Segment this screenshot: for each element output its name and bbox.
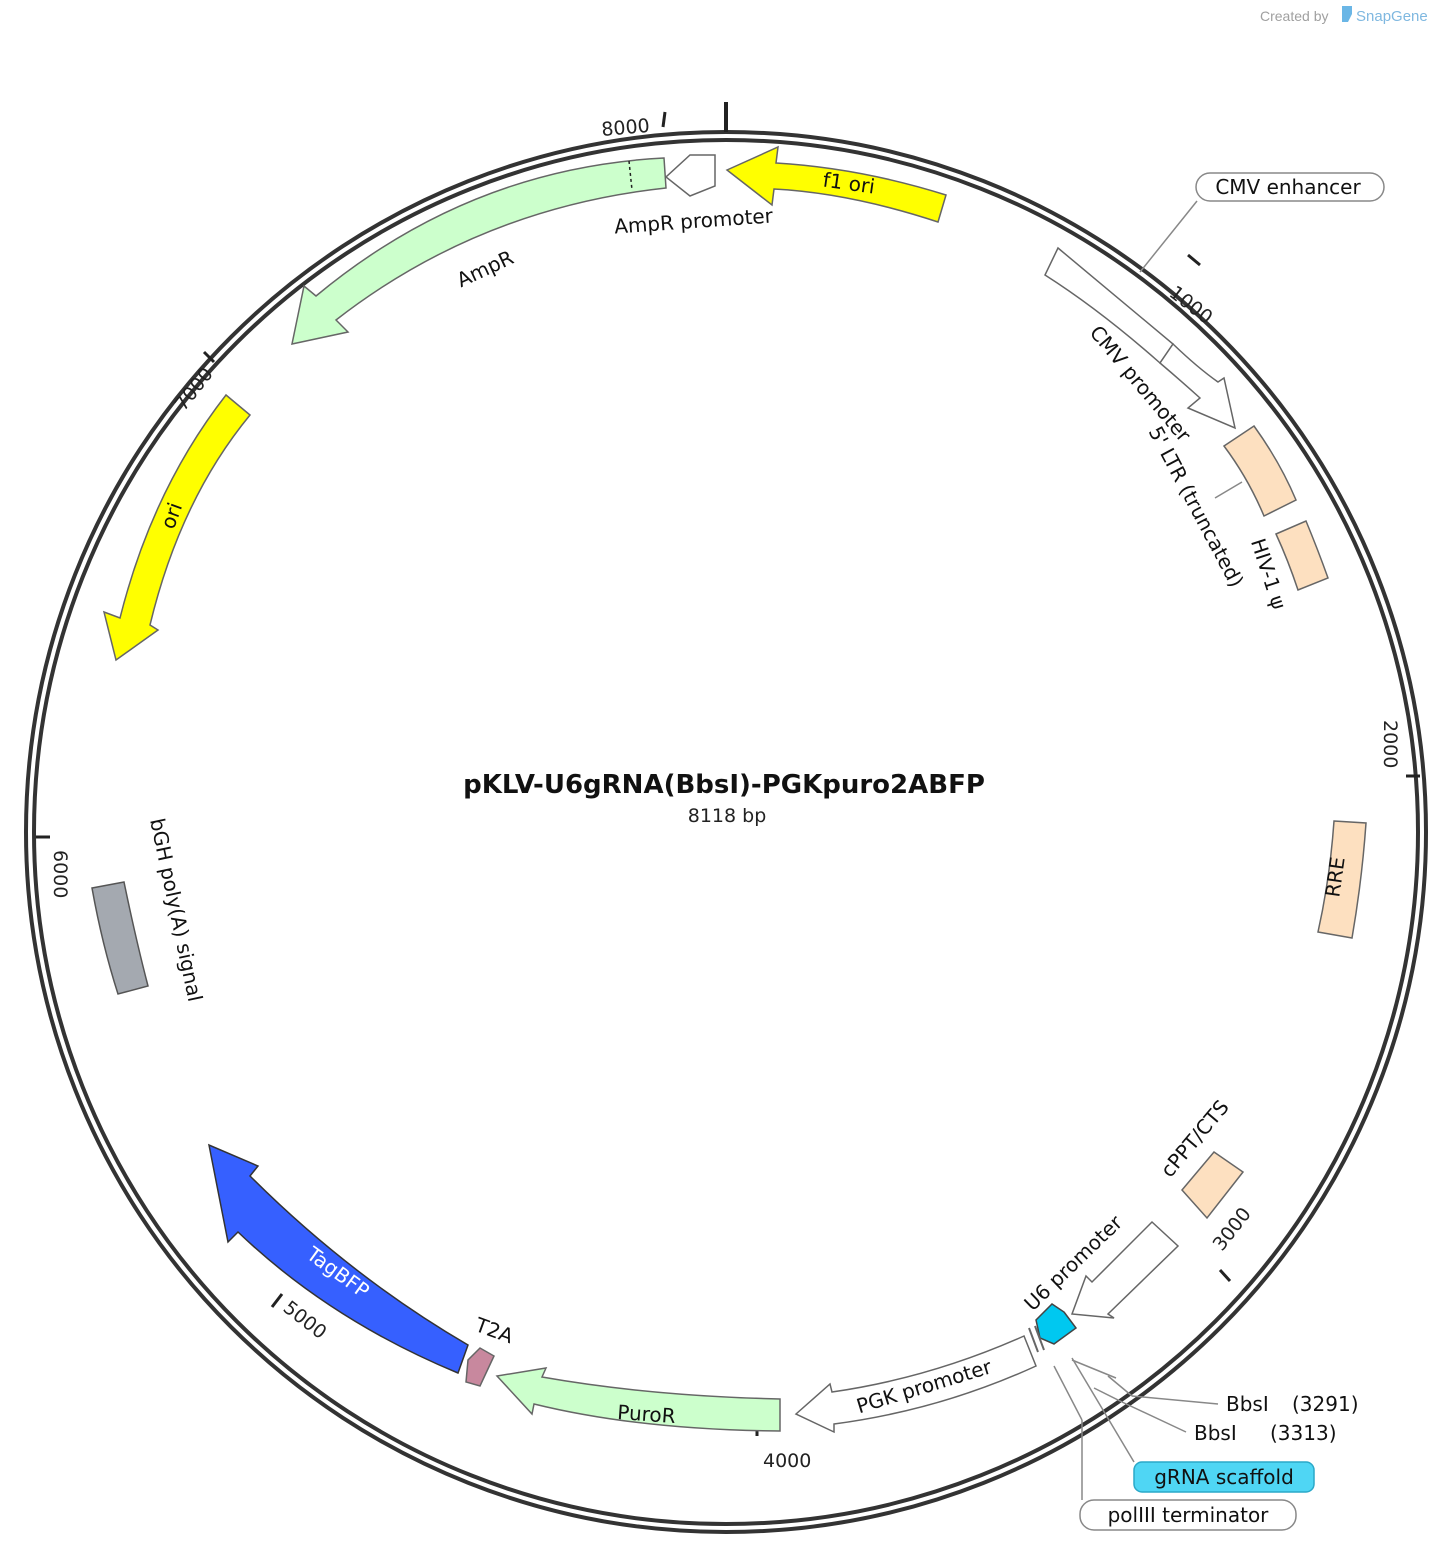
- tick-5000: 5000: [270, 1293, 331, 1344]
- feature-tagbfp[interactable]: TagBFP: [207, 1143, 469, 1374]
- feature-label-bgh-polya: bGH poly(A) signal: [145, 816, 207, 1004]
- feature-grna-scaffold-label[interactable]: gRNA scaffold: [1071, 1357, 1315, 1493]
- feature-label-puror: PuroR: [617, 1400, 677, 1428]
- site-label-enzyme: BbsI: [1194, 1421, 1237, 1445]
- tick-3000: 3000: [1209, 1203, 1256, 1283]
- feature-bgh-polya[interactable]: bGH poly(A) signal: [91, 816, 207, 1004]
- feature-cppt[interactable]: cPPT/CTS: [1156, 1095, 1245, 1220]
- credit-prefix: Created by: [1260, 8, 1328, 24]
- backbone-inner: [32, 138, 1420, 1526]
- tick-7000: 7000: [171, 350, 218, 415]
- feature-pgk-promoter[interactable]: PGK promoter: [794, 1334, 1037, 1434]
- site-bbsi-3291[interactable]: BbsI (3291): [1226, 1392, 1359, 1416]
- feature-label-grna-scaffold: gRNA scaffold: [1154, 1465, 1294, 1489]
- site-label-position: (3291): [1292, 1392, 1359, 1416]
- feature-rre[interactable]: RRE: [1317, 820, 1367, 939]
- feature-cmv-enhancer[interactable]: CMV enhancer: [1044, 172, 1385, 365]
- feature-f1-ori[interactable]: f1 ori: [725, 145, 947, 223]
- feature-poliii-terminator-label[interactable]: polIII terminator: [1053, 1365, 1297, 1531]
- feature-hiv-psi[interactable]: HIV-1 ψ: [1246, 520, 1329, 612]
- tick-8000: 8000: [601, 111, 667, 141]
- feature-poliii-terminator-mark[interactable]: [1028, 1325, 1045, 1353]
- site-bbsi-3313[interactable]: BbsI (3313): [1194, 1421, 1337, 1445]
- feature-label-ampr-promoter: AmpR promoter: [613, 203, 774, 238]
- tick-label-6000: 6000: [49, 850, 71, 898]
- tick-2000: 2000: [1379, 720, 1420, 778]
- feature-u6-promoter[interactable]: U6 promoter: [1019, 1210, 1180, 1319]
- tick-label-4000: 4000: [763, 1450, 811, 1472]
- plasmid-length: 8118 bp: [688, 805, 767, 827]
- tick-6000: 6000: [36, 835, 71, 898]
- feature-label-rre: RRE: [1320, 855, 1349, 898]
- tick-label-3000: 3000: [1209, 1203, 1256, 1255]
- feature-label-cmv-enhancer: CMV enhancer: [1215, 175, 1361, 199]
- site-label-position: (3313): [1270, 1421, 1337, 1445]
- feature-puror[interactable]: PuroR: [495, 1367, 781, 1432]
- plasmid-name: pKLV-U6gRNA(BbsI)-PGKpuro2ABFP: [463, 770, 985, 800]
- site-label-enzyme: BbsI: [1226, 1392, 1269, 1416]
- tick-1000: 1000: [1165, 253, 1217, 329]
- feature-label-t2a: T2A: [471, 1312, 517, 1348]
- tick-label-8000: 8000: [601, 115, 651, 141]
- ampr-promoter-overlap-divider: [628, 160, 633, 191]
- feature-label-poliii-terminator: polIII terminator: [1108, 1503, 1270, 1527]
- feature-grna-scaffold-arrow[interactable]: [1035, 1303, 1078, 1345]
- feature-label-ampr: AmpR: [453, 245, 517, 292]
- credit-brand: SnapGene: [1356, 8, 1428, 25]
- snapgene-logo-icon: [1342, 6, 1352, 22]
- feature-ori[interactable]: ori: [102, 393, 252, 662]
- tick-label-5000: 5000: [279, 1297, 331, 1344]
- tick-label-2000: 2000: [1379, 720, 1401, 768]
- bbsi-site-lines: [1071, 1359, 1219, 1433]
